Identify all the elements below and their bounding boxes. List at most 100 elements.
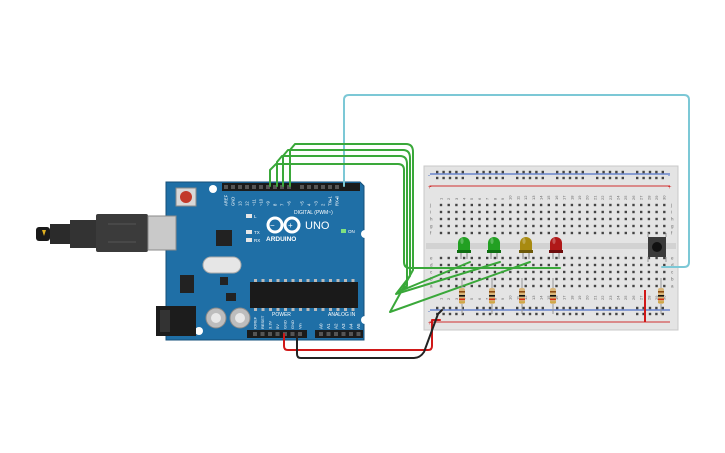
bb-hole[interactable] bbox=[555, 277, 558, 281]
bb-hole[interactable] bbox=[501, 277, 504, 281]
bb-hole[interactable] bbox=[501, 224, 504, 228]
bb-hole[interactable] bbox=[509, 256, 512, 260]
bb-hole[interactable] bbox=[493, 263, 497, 267]
bb-hole[interactable] bbox=[593, 256, 597, 260]
bb-hole[interactable] bbox=[522, 306, 525, 310]
bb-hole[interactable] bbox=[501, 170, 504, 174]
bb-hole[interactable] bbox=[493, 231, 497, 235]
bb-hole[interactable] bbox=[578, 224, 581, 228]
bb-hole[interactable] bbox=[493, 203, 497, 207]
header-pin[interactable] bbox=[300, 185, 304, 189]
bb-hole[interactable] bbox=[522, 176, 525, 180]
bb-hole[interactable] bbox=[642, 312, 645, 316]
bb-hole[interactable] bbox=[493, 210, 497, 214]
bb-hole[interactable] bbox=[516, 217, 520, 221]
bb-hole[interactable] bbox=[624, 231, 627, 235]
bb-hole[interactable] bbox=[524, 270, 527, 274]
bb-hole[interactable] bbox=[462, 217, 466, 221]
bb-hole[interactable] bbox=[439, 203, 443, 207]
bb-hole[interactable] bbox=[640, 224, 643, 228]
bb-hole[interactable] bbox=[624, 210, 627, 214]
bb-hole[interactable] bbox=[495, 170, 498, 174]
bb-hole[interactable] bbox=[632, 263, 635, 267]
bb-hole[interactable] bbox=[442, 312, 445, 316]
bb-hole[interactable] bbox=[602, 312, 605, 316]
bb-hole[interactable] bbox=[648, 170, 652, 174]
bb-hole[interactable] bbox=[601, 210, 604, 214]
bb-hole[interactable] bbox=[539, 277, 543, 281]
bb-hole[interactable] bbox=[439, 284, 443, 288]
led-red-icon[interactable] bbox=[549, 237, 563, 259]
led-yellow-icon[interactable] bbox=[519, 237, 533, 259]
bb-hole[interactable] bbox=[501, 256, 504, 260]
bb-hole[interactable] bbox=[655, 263, 658, 267]
bb-hole[interactable] bbox=[609, 203, 612, 207]
bb-hole[interactable] bbox=[478, 217, 481, 221]
bb-hole[interactable] bbox=[486, 203, 489, 207]
bb-hole[interactable] bbox=[562, 312, 565, 316]
bb-hole[interactable] bbox=[621, 170, 624, 174]
bb-hole[interactable] bbox=[516, 270, 520, 274]
bb-hole[interactable] bbox=[563, 217, 566, 221]
bb-hole[interactable] bbox=[655, 270, 658, 274]
bb-hole[interactable] bbox=[615, 306, 618, 310]
bb-hole[interactable] bbox=[501, 263, 504, 267]
header-pin[interactable] bbox=[245, 185, 249, 189]
bb-hole[interactable] bbox=[640, 217, 643, 221]
bb-hole[interactable] bbox=[478, 203, 481, 207]
bb-hole[interactable] bbox=[486, 231, 489, 235]
bb-hole[interactable] bbox=[436, 306, 439, 310]
bb-hole[interactable] bbox=[632, 210, 635, 214]
bb-hole[interactable] bbox=[532, 231, 535, 235]
header-pin[interactable] bbox=[287, 185, 291, 189]
bb-hole[interactable] bbox=[601, 256, 604, 260]
bb-hole[interactable] bbox=[528, 312, 532, 316]
bb-hole[interactable] bbox=[632, 224, 635, 228]
bb-hole[interactable] bbox=[547, 284, 550, 288]
bb-hole[interactable] bbox=[470, 270, 473, 274]
bb-hole[interactable] bbox=[555, 231, 558, 235]
bb-hole[interactable] bbox=[586, 210, 589, 214]
bb-hole[interactable] bbox=[602, 170, 605, 174]
bb-hole[interactable] bbox=[593, 224, 597, 228]
bb-hole[interactable] bbox=[495, 176, 498, 180]
bb-hole[interactable] bbox=[509, 263, 512, 267]
bb-hole[interactable] bbox=[640, 284, 643, 288]
bb-hole[interactable] bbox=[493, 256, 497, 260]
bb-hole[interactable] bbox=[556, 306, 559, 310]
bb-hole[interactable] bbox=[647, 277, 651, 281]
bb-hole[interactable] bbox=[461, 176, 464, 180]
reset-button-icon[interactable] bbox=[175, 187, 197, 207]
header-pin[interactable] bbox=[328, 185, 332, 189]
bb-hole[interactable] bbox=[640, 277, 643, 281]
bb-hole[interactable] bbox=[539, 284, 543, 288]
bb-hole[interactable] bbox=[593, 210, 597, 214]
bb-hole[interactable] bbox=[442, 170, 445, 174]
bb-hole[interactable] bbox=[663, 203, 666, 207]
bb-hole[interactable] bbox=[647, 263, 651, 267]
bb-hole[interactable] bbox=[461, 170, 464, 174]
wire-green-2[interactable] bbox=[276, 155, 471, 293]
bb-hole[interactable] bbox=[578, 210, 581, 214]
bb-hole[interactable] bbox=[601, 224, 604, 228]
bb-hole[interactable] bbox=[501, 312, 504, 316]
wire-green-3[interactable] bbox=[282, 149, 501, 295]
bb-hole[interactable] bbox=[581, 306, 584, 310]
bb-hole[interactable] bbox=[661, 312, 664, 316]
bb-hole[interactable] bbox=[539, 210, 543, 214]
bb-hole[interactable] bbox=[501, 231, 504, 235]
bb-hole[interactable] bbox=[488, 176, 492, 180]
bb-hole[interactable] bbox=[593, 231, 597, 235]
bb-hole[interactable] bbox=[563, 224, 566, 228]
header-pin[interactable] bbox=[260, 332, 265, 336]
bb-hole[interactable] bbox=[586, 277, 589, 281]
bb-hole[interactable] bbox=[624, 284, 627, 288]
header-pin[interactable] bbox=[280, 185, 284, 189]
bb-hole[interactable] bbox=[568, 306, 572, 310]
bb-hole[interactable] bbox=[586, 270, 589, 274]
bb-hole[interactable] bbox=[455, 270, 458, 274]
bb-hole[interactable] bbox=[455, 170, 458, 174]
bb-hole[interactable] bbox=[647, 231, 651, 235]
bb-hole[interactable] bbox=[632, 231, 635, 235]
